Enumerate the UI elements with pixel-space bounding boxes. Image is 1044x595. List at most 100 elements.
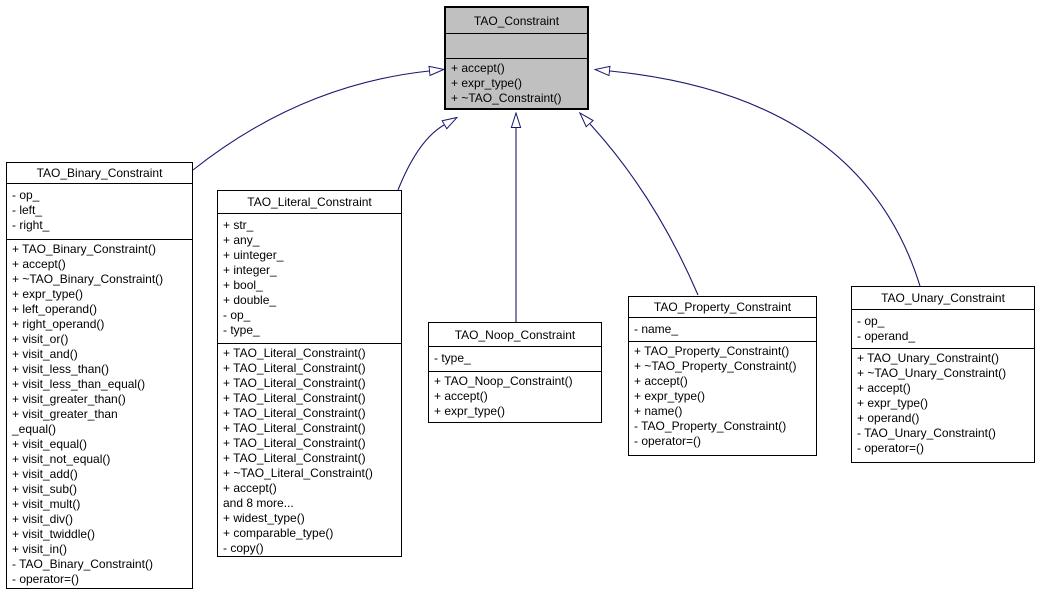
class-method: + TAO_Binary_Constraint() [12,242,156,256]
class-method: + TAO_Literal_Constraint() [223,361,366,375]
class-method: + ~TAO_Constraint() [451,91,562,105]
class-method: + widest_type() [223,511,305,525]
class-method: + TAO_Literal_Constraint() [223,406,366,420]
class-attributes-section [446,34,587,59]
class-method: + visit_less_than_equal() [12,377,146,391]
class-method: + accept() [12,257,66,271]
class-method: + TAO_Literal_Constraint() [223,346,366,360]
class-method: + accept() [451,61,505,75]
class-box-unary[interactable]: TAO_Unary_Constraint- op_- operand_+ TAO… [851,286,1035,463]
class-method: + ~TAO_Property_Constraint() [634,359,797,373]
inheritance-arrow-literal-to-constraint [397,125,444,191]
class-title-binary: TAO_Binary_Constraint [7,163,192,184]
class-title-constraint: TAO_Constraint [446,8,587,34]
class-method: + expr_type() [451,76,523,90]
class-attribute: - left_ [12,203,43,217]
class-attributes-section: - name_ [629,318,816,342]
class-method: + ~TAO_Literal_Constraint() [223,466,373,480]
class-method: + visit_sub() [12,482,78,496]
class-method: + visit_equal() [12,437,88,451]
class-methods-section: + TAO_Unary_Constraint()+ ~TAO_Unary_Con… [852,349,1034,462]
class-method: + TAO_Unary_Constraint() [857,351,999,365]
class-method: + ~TAO_Unary_Constraint() [857,366,1007,380]
class-method: + visit_mult() [12,497,81,511]
class-method: + expr_type() [634,389,706,403]
class-title-property: TAO_Property_Constraint [629,297,816,318]
class-attribute: - op_ [12,188,40,202]
class-attributes-section: - op_- left_- right_ [7,184,192,240]
class-box-literal[interactable]: TAO_Literal_Constraint+ str_+ any_+ uint… [217,190,402,557]
class-attributes-section: - op_- operand_ [852,310,1034,349]
class-method: + TAO_Literal_Constraint() [223,391,366,405]
class-title-unary: TAO_Unary_Constraint [852,287,1034,310]
class-title-literal: TAO_Literal_Constraint [218,191,401,214]
class-method: - operator=() [634,434,702,448]
class-method: + ~TAO_Binary_Constraint() [12,272,164,286]
class-methods-section: + TAO_Property_Constraint()+ ~TAO_Proper… [629,342,816,455]
class-attribute: - type_ [223,323,260,337]
class-method: + TAO_Noop_Constraint() [434,374,573,388]
class-method: + name() [634,404,683,418]
class-method: + left_operand() [12,302,98,316]
class-attribute: - op_ [857,314,885,328]
class-method: + visit_not_equal() [12,452,111,466]
class-method: + visit_greater_than [12,407,118,421]
class-method: + accept() [223,481,277,495]
class-method: + comparable_type() [223,526,334,540]
class-attribute: - right_ [12,218,50,232]
class-method: + TAO_Property_Constraint() [634,344,790,358]
class-attribute: - op_ [223,308,251,322]
class-method: + right_operand() [12,317,105,331]
class-method: + visit_greater_than() [12,392,126,406]
class-methods-section: + TAO_Noop_Constraint()+ accept()+ expr_… [429,372,601,422]
class-method: - copy() [223,541,264,555]
class-attribute: + integer_ [223,263,277,277]
class-method: + TAO_Literal_Constraint() [223,451,366,465]
class-method: + visit_in() [12,542,68,556]
class-method: + visit_div() [12,512,74,526]
class-method: + accept() [434,389,488,403]
class-attribute: + str_ [223,218,254,232]
class-method: + visit_and() [12,347,78,361]
class-attribute: - type_ [434,351,471,365]
class-method: + accept() [857,381,911,395]
class-method: - TAO_Property_Constraint() [634,419,787,433]
class-attribute: + double_ [223,293,277,307]
class-attribute: + any_ [223,233,260,247]
class-method: and 8 more... [223,496,294,510]
class-box-property[interactable]: TAO_Property_Constraint - name_ + TAO_Prop… [628,296,817,456]
class-method: + expr_type() [434,404,506,418]
class-methods-section: + TAO_Binary_Constraint()+ accept()+ ~TA… [7,240,192,588]
class-attribute: + uinteger_ [223,248,284,262]
class-method: + TAO_Literal_Constraint() [223,376,366,390]
class-method: + operand() [857,411,920,425]
class-method: - TAO_Binary_Constraint() [12,557,153,571]
inheritance-arrow-property-to-constraint [590,124,699,296]
class-method: + TAO_Literal_Constraint() [223,421,366,435]
class-title-noop: TAO_Noop_Constraint [429,323,601,347]
class-method: + visit_twiddle() [12,527,96,541]
class-methods-section: + accept()+ expr_type()+ ~TAO_Constraint… [446,59,587,108]
class-method: - operator=() [12,572,80,586]
class-method: + visit_add() [12,467,78,481]
class-attributes-section: - type_ [429,347,601,372]
class-method: + expr_type() [12,287,84,301]
class-method: - operator=() [857,441,925,455]
class-method: + TAO_Literal_Constraint() [223,436,366,450]
class-box-constraint[interactable]: TAO_Constraint + accept()+ expr_type()+ ~… [444,6,589,110]
class-method: _equal() [12,422,57,436]
class-method: + visit_less_than() [12,362,110,376]
class-box-noop[interactable]: TAO_Noop_Constraint - type_ + TAO_Noop_Con… [428,322,602,423]
class-method: - TAO_Unary_Constraint() [857,426,996,440]
inheritance-arrow-unary-to-constraint [610,71,921,287]
class-method: + expr_type() [857,396,929,410]
class-attribute: - operand_ [857,329,916,343]
class-method: + accept() [634,374,688,388]
inheritance-arrow-binary-to-constraint [192,71,429,171]
class-method: + visit_or() [12,332,69,346]
class-attributes-section: + str_+ any_+ uinteger_+ integer_+ bool_… [218,214,401,344]
class-attribute: - name_ [634,322,679,336]
class-box-binary[interactable]: TAO_Binary_Constraint- op_- left_- right… [6,162,193,589]
